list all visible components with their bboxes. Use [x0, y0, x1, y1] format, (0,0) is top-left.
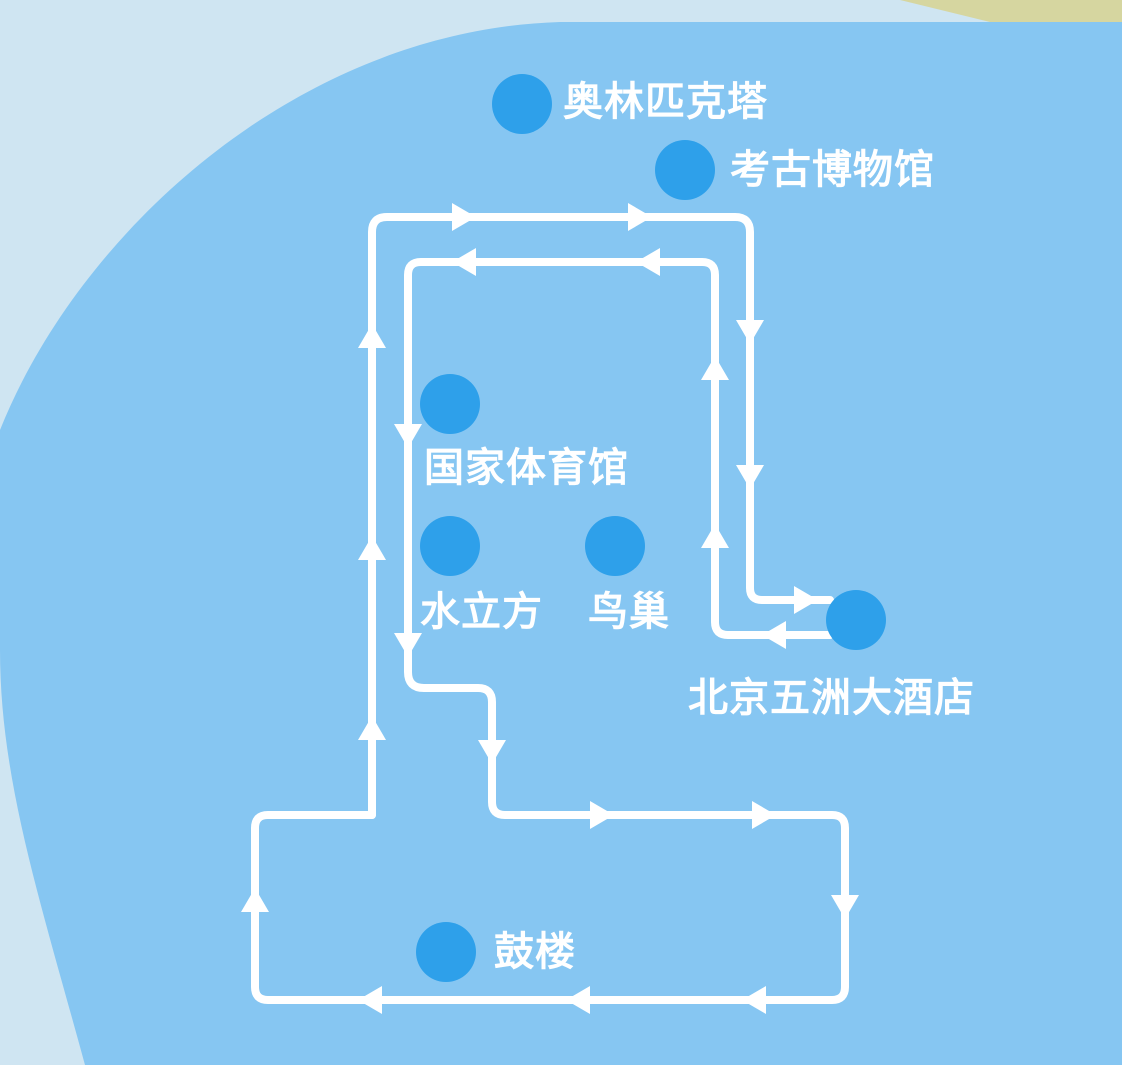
corner-shape	[900, 0, 1122, 22]
arrow-up-icon	[358, 324, 386, 348]
arrow-up-icon	[701, 524, 729, 548]
arrow-left-icon	[452, 248, 476, 276]
arrow-right-icon	[590, 801, 614, 829]
arrow-right-icon	[794, 586, 818, 614]
route-arrows	[241, 203, 859, 1014]
station-dot-water-cube	[420, 516, 480, 576]
arrow-down-icon	[831, 895, 859, 919]
station-dot-national-stadium	[420, 374, 480, 434]
station-label-water-cube: 水立方	[420, 589, 543, 635]
arrow-left-icon	[742, 986, 766, 1014]
arrow-up-icon	[358, 536, 386, 560]
station-dot-drum-tower	[416, 922, 476, 982]
station-label-national-stadium: 国家体育馆	[424, 445, 629, 491]
arrow-down-icon	[394, 424, 422, 448]
station-label-wuzhou-hotel: 北京五洲大酒店	[688, 675, 975, 721]
arrow-down-icon	[736, 320, 764, 344]
arrow-down-icon	[394, 633, 422, 657]
arrow-right-icon	[752, 801, 776, 829]
map-region	[0, 22, 1122, 1065]
arrow-right-icon	[452, 203, 476, 231]
station-label-olympic-tower: 奥林匹克塔	[563, 79, 768, 125]
station-markers	[416, 74, 886, 982]
station-dot-wuzhou-hotel	[826, 590, 886, 650]
arrow-right-icon	[628, 203, 652, 231]
arrow-up-icon	[358, 716, 386, 740]
arrow-up-icon	[701, 356, 729, 380]
arrow-down-icon	[736, 465, 764, 489]
arrow-left-icon	[636, 248, 660, 276]
station-label-birds-nest: 鸟巢	[588, 589, 670, 635]
station-dot-birds-nest	[585, 516, 645, 576]
station-label-drum-tower: 鼓楼	[494, 929, 576, 975]
arrow-down-icon	[478, 740, 506, 764]
station-label-archaeology-museum: 考古博物馆	[730, 147, 935, 193]
arrow-up-icon	[241, 888, 269, 912]
station-dot-archaeology-museum	[655, 140, 715, 200]
arrow-left-icon	[762, 621, 786, 649]
route-outbound	[368, 213, 834, 819]
arrow-left-icon	[358, 986, 382, 1014]
arrow-left-icon	[566, 986, 590, 1014]
station-dot-olympic-tower	[492, 74, 552, 134]
